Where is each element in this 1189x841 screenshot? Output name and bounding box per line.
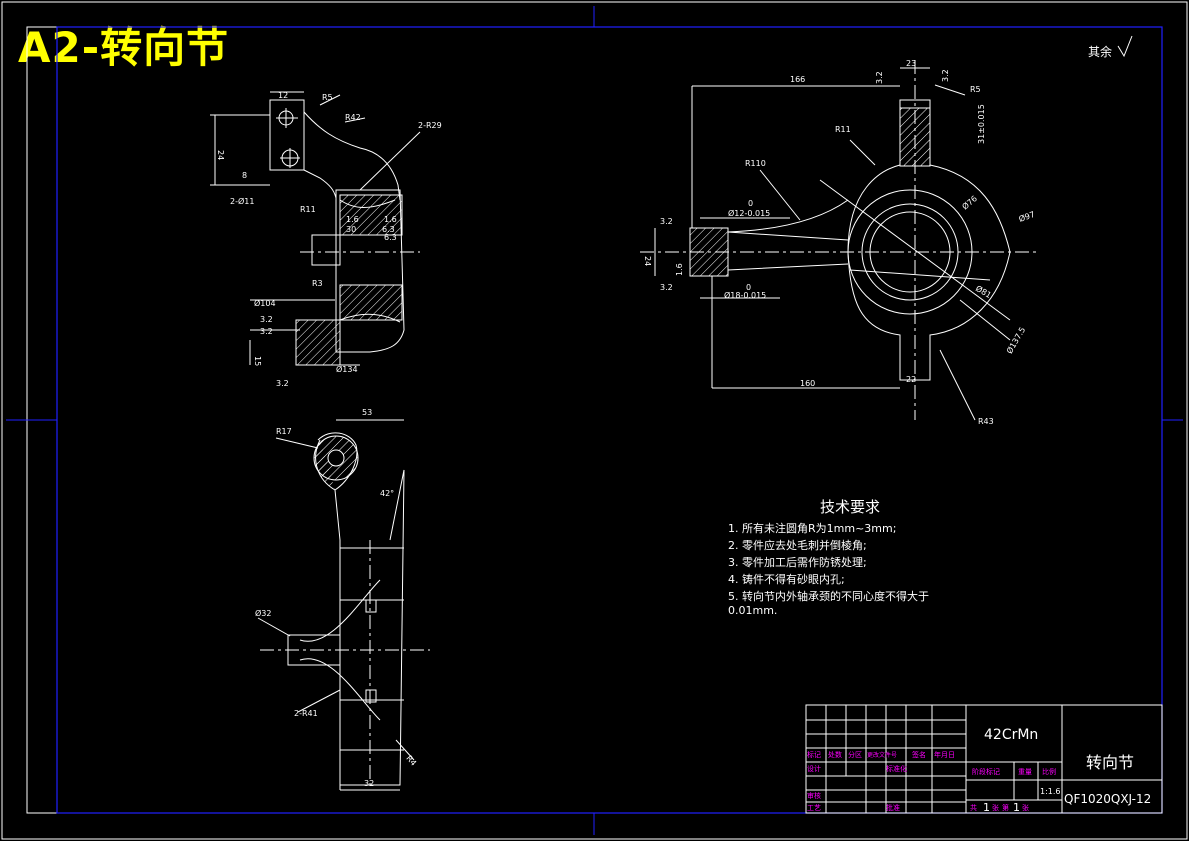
roughness-note-text: 其余 bbox=[1088, 44, 1112, 59]
tech-req-item: 0.01mm. bbox=[728, 604, 777, 617]
svg-text:分区: 分区 bbox=[848, 750, 862, 759]
svg-text:2-R41: 2-R41 bbox=[294, 709, 318, 718]
scale: 1:1.6 bbox=[1040, 787, 1061, 796]
svg-text:3.2: 3.2 bbox=[660, 217, 673, 226]
svg-text:Ø18-0.015: Ø18-0.015 bbox=[724, 290, 766, 300]
svg-text:批准: 批准 bbox=[886, 803, 900, 812]
tech-req-item: 3. 零件加工后需作防锈处理; bbox=[728, 555, 867, 569]
part-name: 转向节 bbox=[1086, 753, 1134, 772]
svg-text:3.2: 3.2 bbox=[260, 315, 273, 324]
svg-text:160: 160 bbox=[800, 379, 815, 388]
svg-text:1.6: 1.6 bbox=[675, 263, 684, 276]
title-block bbox=[805, 704, 1163, 814]
svg-text:Ø97: Ø97 bbox=[1017, 209, 1036, 224]
svg-text:3.2: 3.2 bbox=[660, 283, 673, 292]
svg-text:R3: R3 bbox=[312, 279, 323, 288]
svg-text:标准化: 标准化 bbox=[886, 764, 907, 773]
svg-text:张: 张 bbox=[1022, 803, 1029, 812]
svg-text:R5: R5 bbox=[970, 85, 981, 94]
svg-text:R110: R110 bbox=[745, 159, 766, 168]
svg-text:Ø134: Ø134 bbox=[336, 364, 358, 374]
svg-text:2-Ø11: 2-Ø11 bbox=[230, 196, 254, 206]
svg-text:3.2: 3.2 bbox=[875, 71, 884, 84]
svg-text:24: 24 bbox=[216, 150, 225, 160]
svg-text:Ø137.5: Ø137.5 bbox=[1004, 325, 1027, 355]
svg-text:R42: R42 bbox=[345, 113, 361, 122]
svg-text:Ø81: Ø81 bbox=[974, 283, 993, 300]
svg-text:张: 张 bbox=[992, 803, 999, 812]
svg-text:更改文件号: 更改文件号 bbox=[867, 751, 897, 759]
svg-text:0: 0 bbox=[746, 283, 751, 292]
svg-text:3.2: 3.2 bbox=[276, 379, 289, 388]
svg-text:3.2: 3.2 bbox=[260, 327, 273, 336]
svg-text:42°: 42° bbox=[380, 489, 394, 498]
svg-text:15: 15 bbox=[253, 356, 262, 366]
svg-text:R43: R43 bbox=[978, 417, 994, 426]
svg-text:审核: 审核 bbox=[807, 791, 821, 800]
svg-text:24: 24 bbox=[643, 256, 652, 266]
title-block-text: 42CrMn 转向节 QF1020QXJ-12 1:1.6 标记 处数 分区 更… bbox=[807, 727, 1151, 814]
svg-text:R4: R4 bbox=[404, 754, 418, 768]
svg-text:Ø12-0.015: Ø12-0.015 bbox=[728, 208, 770, 218]
svg-text:R17: R17 bbox=[276, 427, 292, 436]
roughness-note: 其余 bbox=[1088, 35, 1133, 59]
svg-text:重量: 重量 bbox=[1018, 768, 1032, 776]
tech-req-item: 5. 转向节内外轴承颈的不同心度不得大于 bbox=[728, 589, 929, 603]
svg-text:R11: R11 bbox=[300, 205, 316, 214]
svg-text:2-R29: 2-R29 bbox=[418, 121, 442, 130]
svg-text:1: 1 bbox=[983, 801, 990, 814]
front-view bbox=[640, 60, 1040, 421]
sheet-label: A2-转向节 bbox=[18, 23, 230, 72]
svg-text:3.2: 3.2 bbox=[941, 69, 950, 82]
svg-text:6.3: 6.3 bbox=[384, 233, 397, 242]
svg-text:166: 166 bbox=[790, 75, 805, 84]
svg-text:比例: 比例 bbox=[1042, 767, 1056, 776]
svg-text:年月日: 年月日 bbox=[934, 750, 955, 759]
svg-text:1.6: 1.6 bbox=[346, 215, 359, 224]
material: 42CrMn bbox=[984, 727, 1038, 743]
svg-text:1.6: 1.6 bbox=[384, 215, 397, 224]
svg-text:阶段标记: 阶段标记 bbox=[972, 767, 1000, 776]
svg-text:Ø32: Ø32 bbox=[255, 608, 271, 618]
tech-req-item: 4. 铸件不得有砂眼内孔; bbox=[728, 572, 845, 586]
svg-text:22: 22 bbox=[906, 375, 916, 384]
svg-text:签名: 签名 bbox=[912, 750, 926, 759]
tech-req-title: 技术要求 bbox=[820, 498, 880, 516]
svg-text:标记: 标记 bbox=[807, 750, 821, 759]
svg-text:1: 1 bbox=[1013, 801, 1020, 814]
svg-text:Ø104: Ø104 bbox=[254, 298, 276, 308]
svg-text:第: 第 bbox=[1002, 803, 1009, 812]
tech-requirements: 技术要求 1. 所有未注圆角R为1mm~3mm; 2. 零件应去处毛刺并倒棱角;… bbox=[728, 498, 929, 617]
top-view bbox=[257, 419, 430, 791]
side-view-dims: 12 R5 R42 2-R29 24 8 2-Ø11 R11 30 1.6 6.… bbox=[216, 91, 442, 388]
svg-text:0: 0 bbox=[748, 199, 753, 208]
svg-text:设计: 设计 bbox=[807, 764, 821, 773]
side-view bbox=[210, 91, 421, 366]
svg-text:32: 32 bbox=[364, 779, 374, 788]
svg-text:8: 8 bbox=[242, 171, 247, 180]
svg-text:23: 23 bbox=[906, 59, 916, 68]
tech-req-item: 1. 所有未注圆角R为1mm~3mm; bbox=[728, 521, 896, 535]
drawing-number: QF1020QXJ-12 bbox=[1064, 792, 1151, 806]
svg-text:共: 共 bbox=[970, 803, 977, 812]
svg-text:工艺: 工艺 bbox=[807, 804, 821, 812]
svg-text:Ø76: Ø76 bbox=[960, 193, 979, 211]
svg-text:处数: 处数 bbox=[828, 750, 842, 759]
svg-text:12: 12 bbox=[278, 91, 288, 100]
tech-req-item: 2. 零件应去处毛刺并倒棱角; bbox=[728, 538, 867, 552]
svg-text:53: 53 bbox=[362, 408, 372, 417]
svg-text:6.3: 6.3 bbox=[382, 225, 395, 234]
svg-text:R5: R5 bbox=[322, 93, 333, 102]
svg-text:31±0.015: 31±0.015 bbox=[977, 104, 986, 144]
svg-text:R11: R11 bbox=[835, 125, 851, 134]
svg-text:30: 30 bbox=[346, 225, 356, 234]
